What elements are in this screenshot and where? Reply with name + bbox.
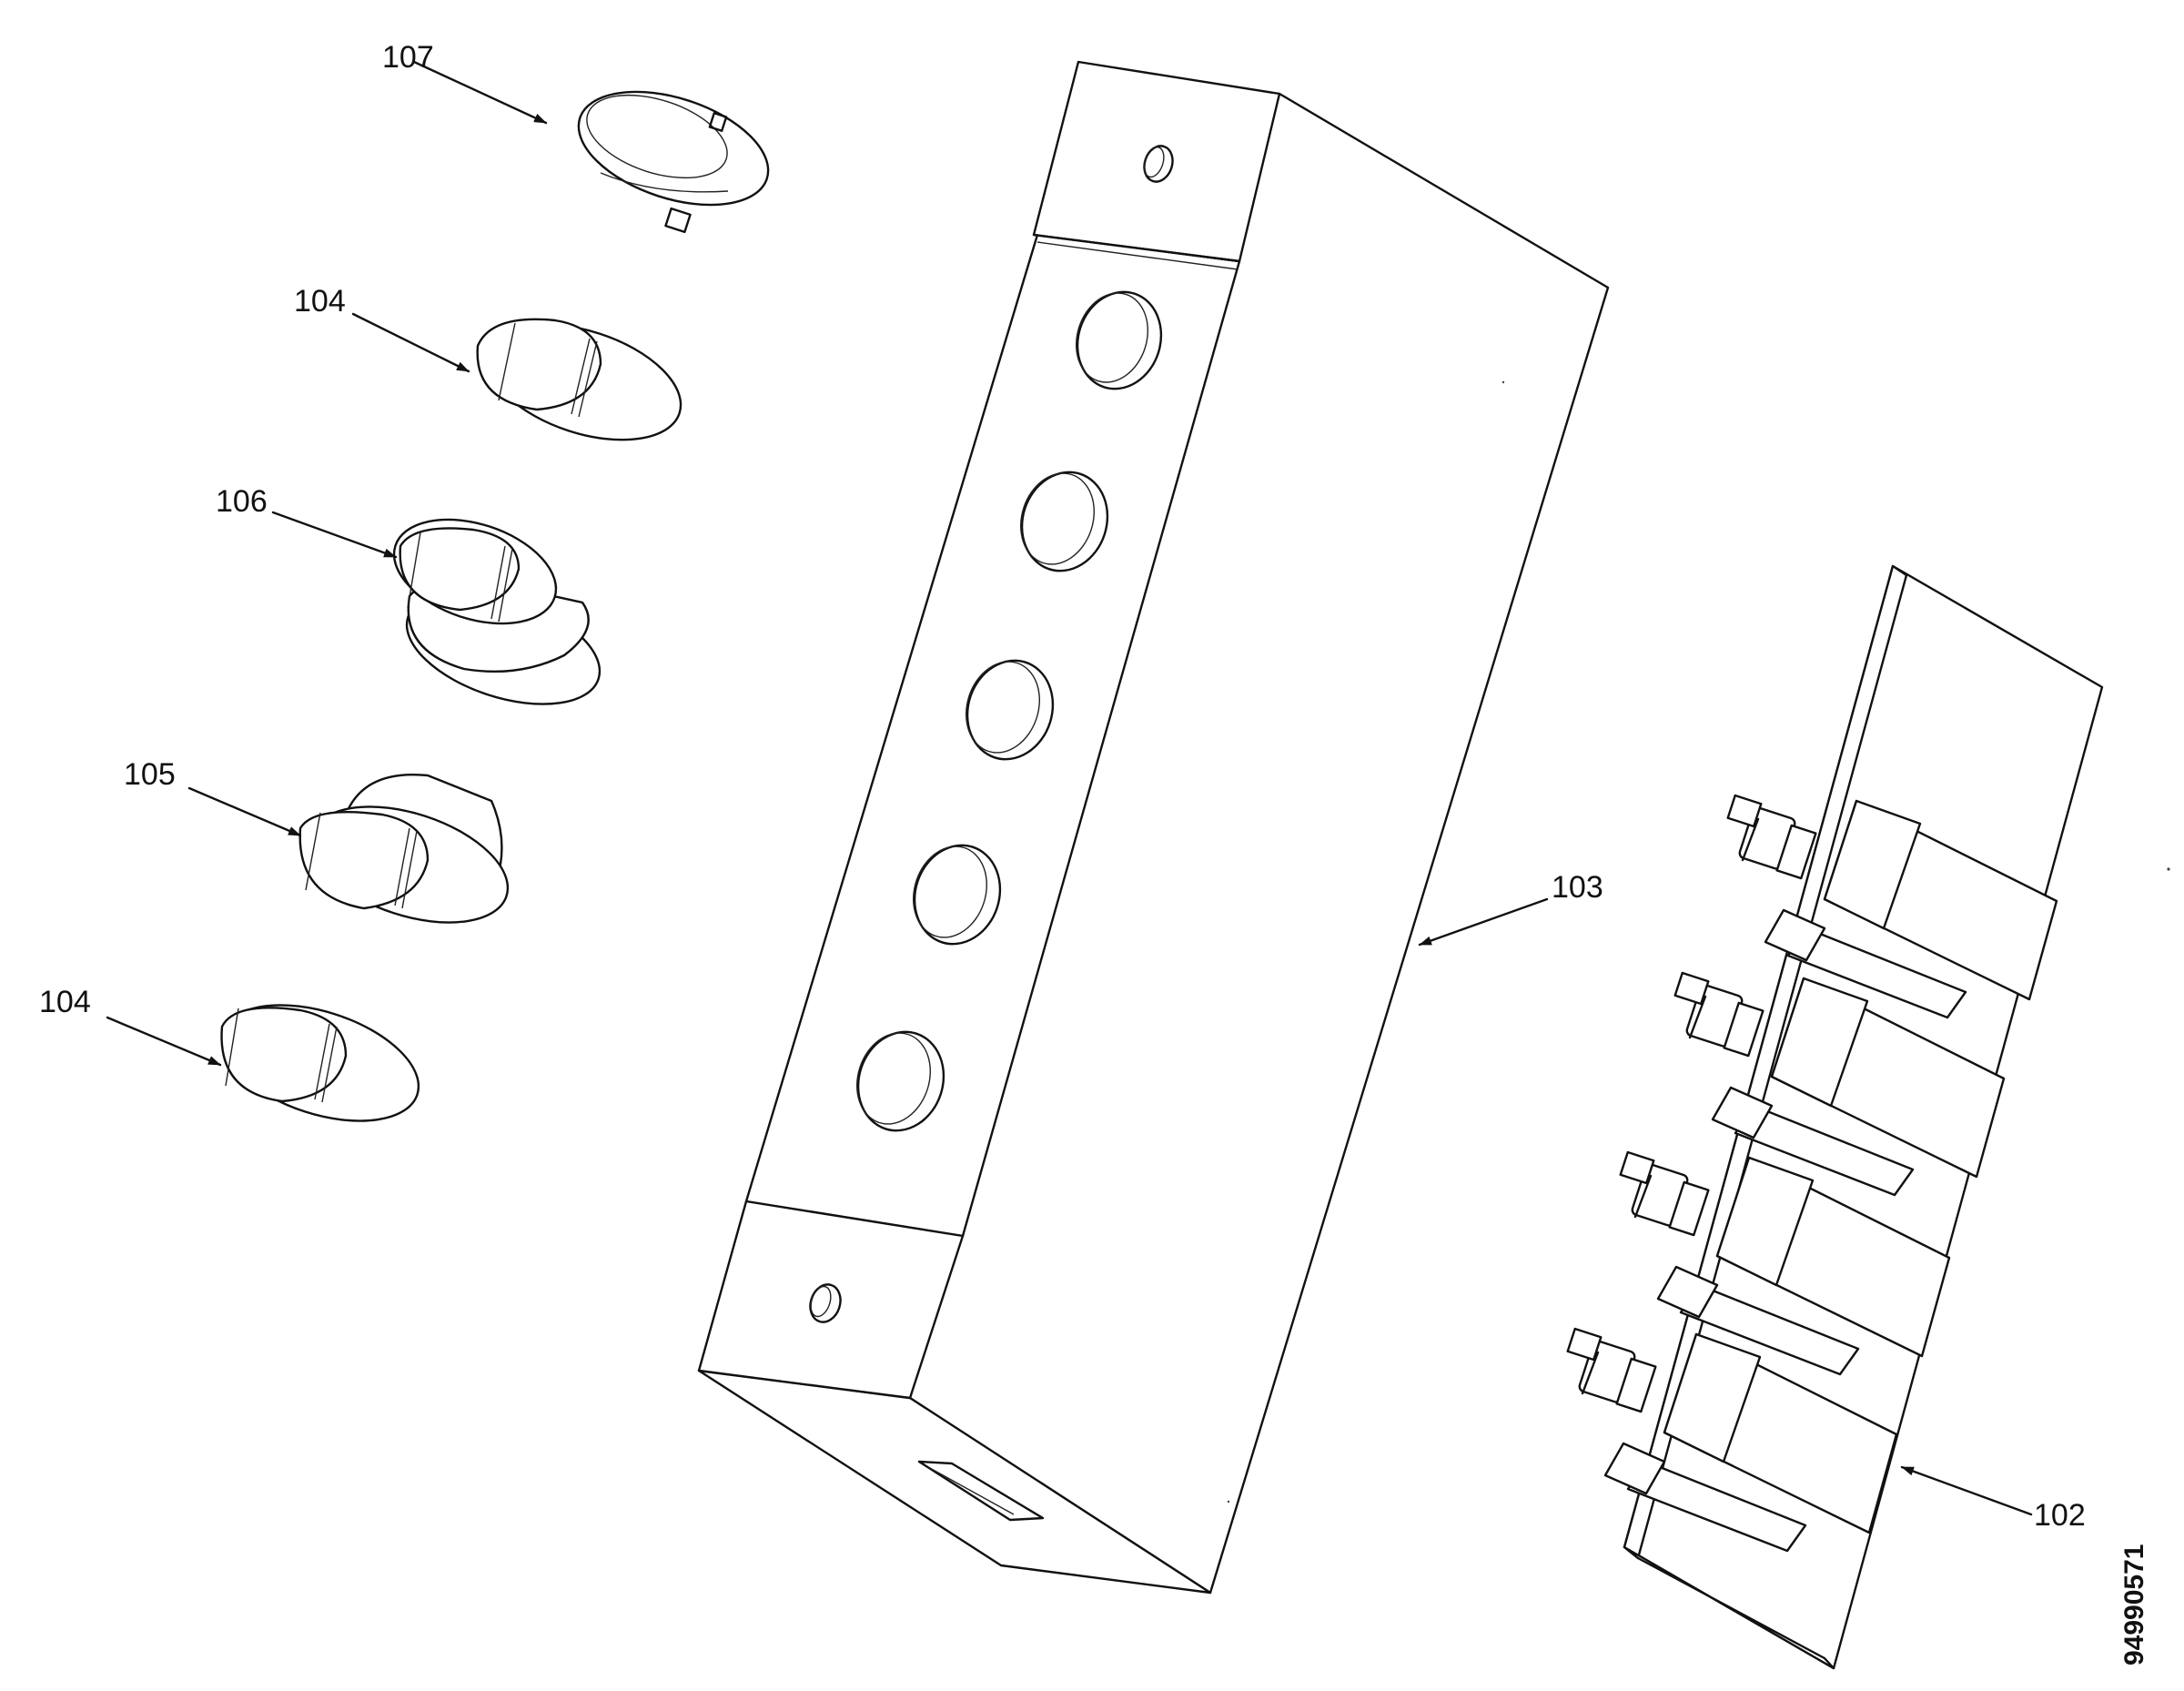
callout-103: 103 (1418, 870, 1603, 947)
callout-label-103: 103 (1552, 870, 1603, 905)
callout-105: 105 (124, 757, 302, 837)
callout-label-104-lower: 104 (39, 985, 91, 1019)
mounting-bracket-102 (1566, 564, 2104, 1670)
lens-opening-4 (912, 844, 1002, 946)
stray-mark (1227, 1500, 1230, 1504)
callout-label-106: 106 (216, 484, 268, 519)
housing-mount-hole-bottom (809, 1283, 842, 1323)
callout-107: 107 (382, 40, 548, 125)
callout-104-upper: 104 (294, 284, 470, 373)
lens-cap-104-upper (476, 318, 682, 441)
document-id: 94990571 (2119, 1544, 2149, 1666)
callout-label-102: 102 (2034, 1498, 2086, 1533)
lens-cap-106 (392, 518, 602, 705)
housing-103 (697, 60, 1610, 1595)
callout-104-lower: 104 (39, 985, 222, 1067)
housing-bottom-slot (917, 1460, 1045, 1522)
callout-106: 106 (216, 484, 398, 559)
bracket-clip-unit-1 (1726, 794, 2058, 1019)
housing-mount-hole-top (1143, 145, 1174, 183)
lens-opening-2 (1019, 471, 1109, 572)
lens-opening-3 (965, 659, 1055, 761)
lens-opening-1 (1075, 290, 1163, 390)
callout-label-104-upper: 104 (294, 284, 346, 319)
lens-opening-5 (855, 1030, 945, 1132)
stray-mark (1502, 380, 1505, 384)
lens-cap-107 (577, 90, 770, 234)
lens-cap-105 (298, 773, 510, 924)
stray-mark (2167, 867, 2170, 871)
lens-cap-104-lower (220, 1004, 420, 1122)
callout-label-107: 107 (382, 40, 434, 75)
housing-top-cap (1032, 60, 1281, 263)
callout-label-105: 105 (124, 757, 176, 792)
callout-102: 102 (1900, 1465, 2086, 1533)
